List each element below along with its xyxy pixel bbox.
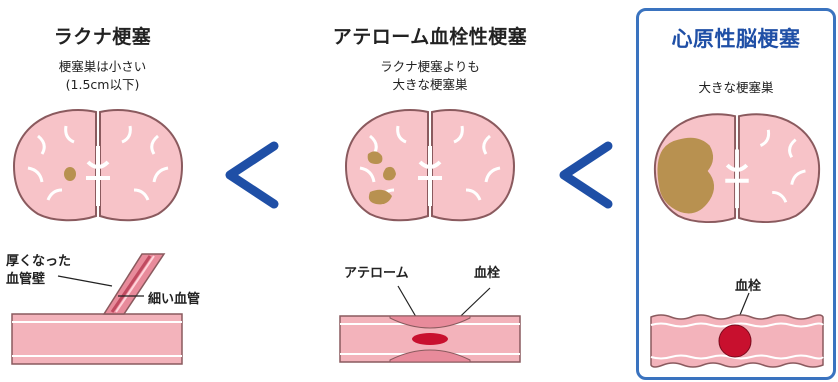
panel-cardioembolic: 心原性脳梗塞 大きな梗塞巣 血栓	[636, 8, 836, 380]
panel-title: 心原性脳梗塞	[639, 23, 833, 53]
label-thin-vessel: 細い血管	[148, 288, 200, 307]
panel-title: アテローム血栓性梗塞	[300, 22, 560, 49]
panel-atherothrombotic: アテローム血栓性梗塞 ラクナ梗塞よりも 大きな梗塞巣 アテローム 血栓	[300, 0, 560, 382]
brain-illustration	[340, 106, 520, 226]
panel-subtitle-1: 大きな梗塞巣	[639, 79, 833, 96]
less-than-icon	[222, 140, 280, 210]
vessel-illustration	[340, 276, 520, 376]
infarct-spot	[657, 138, 714, 214]
thrombus-icon	[412, 333, 448, 345]
panel-lacunar: ラクナ梗塞 梗塞巣は小さい (1.5cm以下) 厚くなった 血管壁 細い血管	[0, 0, 205, 382]
panel-subtitle-2: 大きな梗塞巣	[300, 76, 560, 93]
thrombus-icon	[719, 325, 751, 357]
less-than-icon	[556, 140, 614, 210]
brain-illustration	[649, 109, 825, 229]
vessel-illustration	[651, 289, 823, 375]
panel-subtitle-1: ラクナ梗塞よりも	[300, 58, 560, 75]
leader-line	[0, 0, 205, 382]
